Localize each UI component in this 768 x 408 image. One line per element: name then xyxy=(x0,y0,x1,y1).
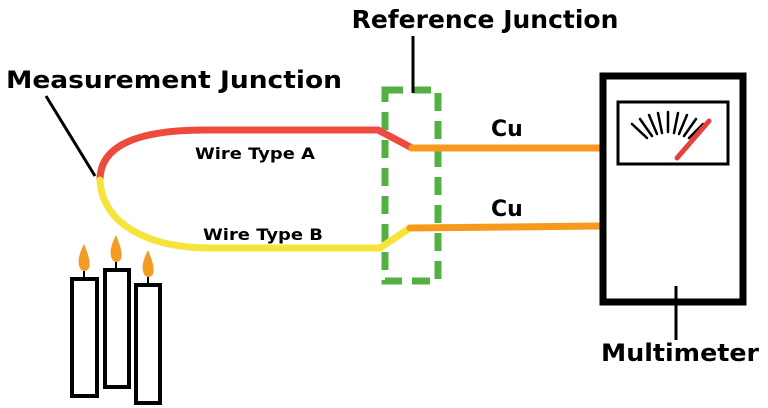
wire-type-a-label: Wire Type A xyxy=(195,144,316,163)
flame-icon xyxy=(78,244,90,271)
wire-type-b xyxy=(96,176,414,252)
meter-scale-ticks xyxy=(630,110,705,140)
reference-junction-box xyxy=(381,86,442,285)
meter-needle xyxy=(674,118,712,161)
wire-type-a xyxy=(96,126,416,184)
measurement-junction-label: Measurement Junction xyxy=(6,66,342,94)
cu-label-top: Cu xyxy=(491,117,523,142)
candle xyxy=(103,235,131,389)
flame-icon xyxy=(110,235,122,262)
reference-junction-label: Reference Junction xyxy=(352,5,619,34)
multimeter-label: Multimeter xyxy=(601,339,759,367)
candle xyxy=(70,244,99,398)
copper-wire-bottom xyxy=(406,222,604,232)
measurement-junction-pointer xyxy=(44,95,97,177)
flame-icon xyxy=(142,250,154,277)
candle xyxy=(134,250,162,405)
candles xyxy=(70,235,162,405)
wire-type-b-label: Wire Type B xyxy=(203,225,323,244)
cu-label-bottom: Cu xyxy=(491,197,523,222)
